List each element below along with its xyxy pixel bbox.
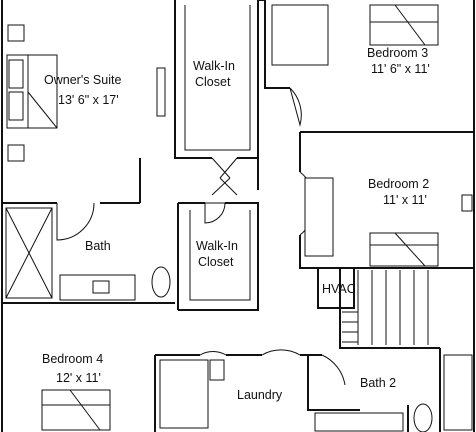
bedroom4-size: 12' x 11' xyxy=(56,371,101,385)
bedroom2-size: 11' x 11' xyxy=(383,193,427,207)
bath-name: Bath xyxy=(85,239,111,253)
owners-suite-size: 13' 6" x 17' xyxy=(58,93,119,107)
pillow-icon xyxy=(8,91,24,121)
bed-blanket xyxy=(370,4,438,46)
wall-bed3-left xyxy=(264,0,290,89)
sink-icon xyxy=(92,280,110,294)
hvac-closet xyxy=(317,267,355,309)
toilet-icon xyxy=(151,266,171,298)
owners-tv xyxy=(156,67,166,117)
laundry-shelf xyxy=(209,359,225,381)
stairs xyxy=(342,270,429,345)
wall-bath2-left xyxy=(307,355,360,411)
bed2-bed xyxy=(369,232,439,267)
door-hall-double xyxy=(211,177,238,196)
nightstand xyxy=(7,24,25,42)
wall-closet1-right xyxy=(237,0,259,159)
bedroom3-name: Bedroom 3 xyxy=(367,46,428,60)
closet2-line2: Closet xyxy=(198,255,234,269)
door-closet2 xyxy=(204,202,226,224)
closet-shelves xyxy=(189,210,251,301)
door-bath2 xyxy=(261,349,301,356)
bed-blanket xyxy=(370,232,438,267)
bath2-label: Bath 2 xyxy=(360,376,396,390)
bed4-closet xyxy=(159,359,209,429)
bed3-bed xyxy=(369,4,439,46)
bed3-closet xyxy=(271,4,329,66)
closet1-line1: Walk-In xyxy=(193,59,235,73)
door-closet1-double xyxy=(211,157,238,179)
fixtures xyxy=(5,4,473,432)
bedroom2-name: Bedroom 2 xyxy=(368,177,429,191)
stairs-outline xyxy=(339,268,440,349)
closet-shelves xyxy=(184,5,251,151)
room-labels: Owner's Suite 13' 6" x 17' Walk-In Close… xyxy=(42,46,430,402)
nightstand xyxy=(7,144,25,162)
laundry-label: Laundry xyxy=(237,388,283,402)
bathtub xyxy=(443,354,473,431)
bed-blanket xyxy=(27,55,58,129)
bed2-closet xyxy=(304,177,334,257)
vanity xyxy=(314,412,404,432)
bed-blanket xyxy=(42,389,110,431)
wall-closet2-right xyxy=(178,202,259,311)
door-laundry xyxy=(199,351,227,356)
door-bath xyxy=(56,202,95,241)
door-bath2-inner xyxy=(321,354,346,386)
shower-drain xyxy=(5,207,53,299)
pillow-icon xyxy=(8,59,24,89)
bedroom4-name: Bedroom 4 xyxy=(42,352,103,366)
door-bed3 xyxy=(289,87,302,127)
toilet-icon xyxy=(413,403,433,432)
wall-closet1-left xyxy=(174,0,212,159)
bedroom3-size: 11' 6" x 11' xyxy=(371,62,430,76)
bed4-bed xyxy=(41,389,111,431)
closet2-line1: Walk-In xyxy=(196,239,238,253)
hvac-label: HVAC xyxy=(322,282,356,296)
nightstand xyxy=(461,194,473,212)
owners-suite-name: Owner's Suite xyxy=(44,73,121,87)
wall-bed2-left-lower xyxy=(299,235,474,269)
closet1-line2: Closet xyxy=(195,75,231,89)
